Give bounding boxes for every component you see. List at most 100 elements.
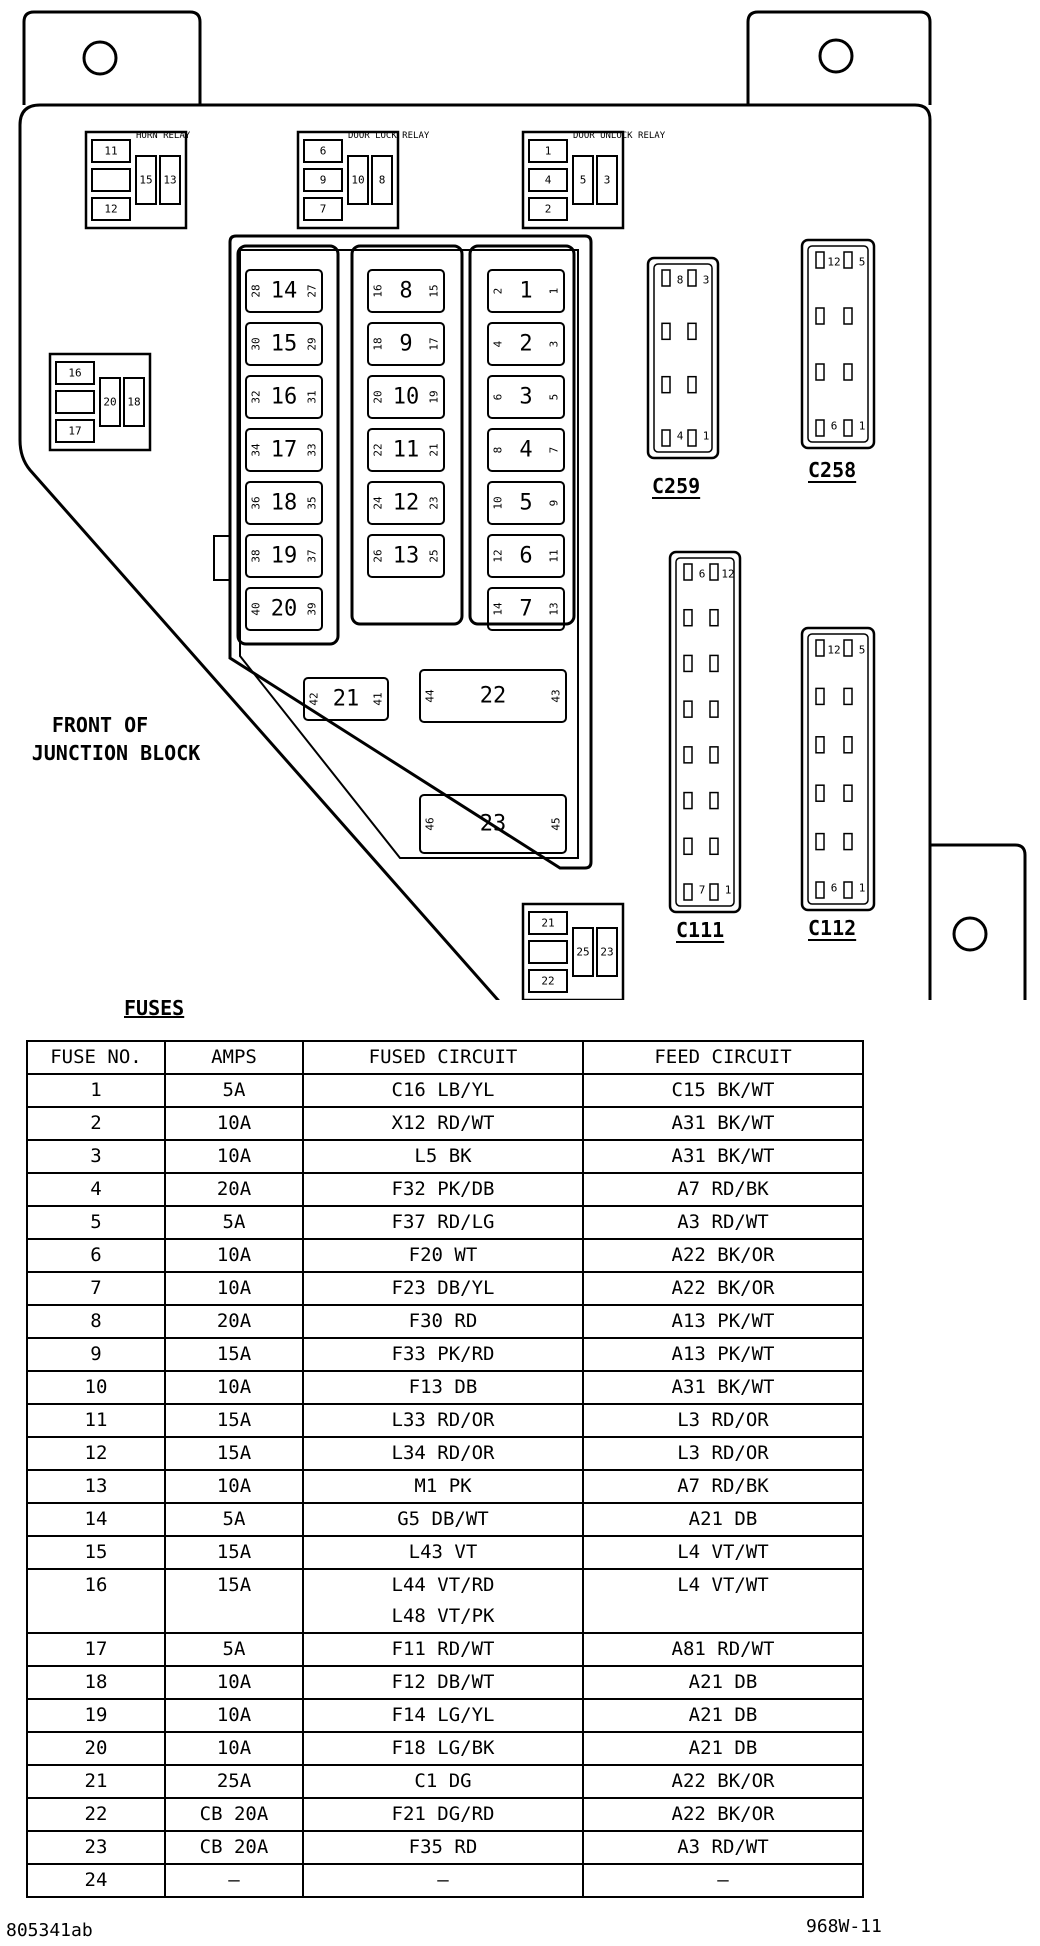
front-label-line1: FRONT OF xyxy=(52,713,148,737)
fused-circuit-line: F11 RD/WT xyxy=(391,1638,495,1660)
fuse-slot-outline xyxy=(245,428,323,472)
fuse-number: 22 xyxy=(480,684,507,709)
fuse-table: FUSE NO. AMPS FUSED CIRCUIT FEED CIRCUIT… xyxy=(26,1040,864,1898)
fuse-terminal-label: 11 xyxy=(548,549,561,562)
cell-feed-circuit: A31 BK/WT xyxy=(582,1370,864,1405)
fuse-terminal-label: 19 xyxy=(428,390,441,403)
cell-amps: 20A xyxy=(164,1304,304,1339)
fused-circuit-line: L48 VT/PK xyxy=(391,1605,495,1627)
cell-amps: 10A xyxy=(164,1271,304,1306)
connector-name: C259 xyxy=(652,474,700,498)
cell-fuse-no: 11 xyxy=(26,1403,166,1438)
relay-pin-box xyxy=(528,911,568,935)
cell-feed-circuit: C15 BK/WT xyxy=(582,1073,864,1108)
connector-cavity xyxy=(683,837,693,856)
fuse-slot-outline xyxy=(487,587,565,631)
cell-fuse-no: 22 xyxy=(26,1797,166,1832)
fuses-heading: FUSES xyxy=(124,996,185,1020)
cell-feed-circuit: A22 BK/OR xyxy=(582,1764,864,1799)
relay-pin-label: 20 xyxy=(103,396,116,409)
fuse-number: 1 xyxy=(519,279,532,304)
connector-cavity xyxy=(815,881,825,899)
cell-fused-circuit: F21 DG/RD xyxy=(302,1797,584,1832)
relay-pin-label: 3 xyxy=(604,174,611,187)
column-header-fuse-no: FUSE NO. xyxy=(26,1040,166,1075)
fuse-column-left xyxy=(236,244,340,646)
cell-amps: 10A xyxy=(164,1238,304,1273)
fuse-terminal-label: 14 xyxy=(492,602,505,616)
connector-cavity xyxy=(683,746,693,764)
connector-pin-label: 6 xyxy=(699,568,706,581)
mount-hole-bottom-right xyxy=(952,916,988,952)
relay-pin-label: 16 xyxy=(68,367,81,380)
cell-amps: 5A xyxy=(164,1205,304,1240)
connector-cavity xyxy=(683,883,693,901)
fuse-terminal-label: 18 xyxy=(372,337,385,350)
connector-cavity xyxy=(687,429,697,447)
cell-fused-circuit: F23 DB/YL xyxy=(302,1271,584,1306)
cell-amps: 10A xyxy=(164,1665,304,1700)
connector-cavity xyxy=(815,784,825,802)
cell-feed-circuit: A31 BK/WT xyxy=(582,1106,864,1141)
cell-fused-circuit: M1 PK xyxy=(302,1469,584,1504)
connector-pin-label: 1 xyxy=(859,882,866,895)
connector-pin-label: 8 xyxy=(677,274,684,287)
relay-pin-label: 1 xyxy=(545,145,552,158)
fuse-number: 14 xyxy=(271,279,298,304)
relay-pin-label: 22 xyxy=(541,975,554,988)
cell-fused-circuit: L33 RD/OR xyxy=(302,1403,584,1438)
cell-fused-circuit: F32 PK/DB xyxy=(302,1172,584,1207)
cell-fused-circuit: L34 RD/OR xyxy=(302,1436,584,1471)
relay-pin-label: 12 xyxy=(104,203,117,216)
cell-fuse-no: 17 xyxy=(26,1632,166,1667)
cell-feed-circuit: A22 BK/OR xyxy=(582,1797,864,1832)
cell-fused-circuit: F30 RD xyxy=(302,1304,584,1339)
fused-circuit-line: F13 DB xyxy=(408,1376,478,1398)
relay-pin-label: 18 xyxy=(127,396,140,409)
relay-pin-label: 7 xyxy=(320,203,327,216)
cell-fused-circuit: – xyxy=(302,1863,584,1898)
fuse-terminal-label: 39 xyxy=(306,602,319,615)
connector-pin-label: 1 xyxy=(859,420,866,433)
connector-name: C258 xyxy=(808,458,856,482)
cell-fused-circuit: F14 LG/YL xyxy=(302,1698,584,1733)
connector-cavity xyxy=(709,746,719,764)
cell-fused-circuit: F18 LG/BK xyxy=(302,1731,584,1766)
cell-fused-circuit: G5 DB/WT xyxy=(302,1502,584,1537)
connector-cavity xyxy=(843,736,853,754)
connector-cavity xyxy=(843,307,853,325)
connector-cavity xyxy=(683,608,693,627)
fuse-number: 18 xyxy=(271,491,298,516)
fuse-slot-outline xyxy=(487,534,565,578)
fuse-terminal-label: 37 xyxy=(306,549,319,562)
figure-code-right: 968W-11 xyxy=(806,1916,882,1937)
fuse-terminal-label: 42 xyxy=(308,692,321,705)
relay-name: DOOR LOCK RELAY xyxy=(348,131,430,141)
cell-fuse-no: 23 xyxy=(26,1830,166,1865)
relay-pin-box xyxy=(91,197,131,221)
fuse-column-middle xyxy=(350,244,464,626)
fuse-terminal-label: 9 xyxy=(548,500,561,507)
fuse-terminal-label: 10 xyxy=(492,496,505,509)
cell-amps: 20A xyxy=(164,1172,304,1207)
relay-body xyxy=(521,902,625,1000)
connector-cavity xyxy=(815,307,825,325)
fuse-slot-outline xyxy=(367,375,445,419)
relay-body xyxy=(521,130,625,230)
